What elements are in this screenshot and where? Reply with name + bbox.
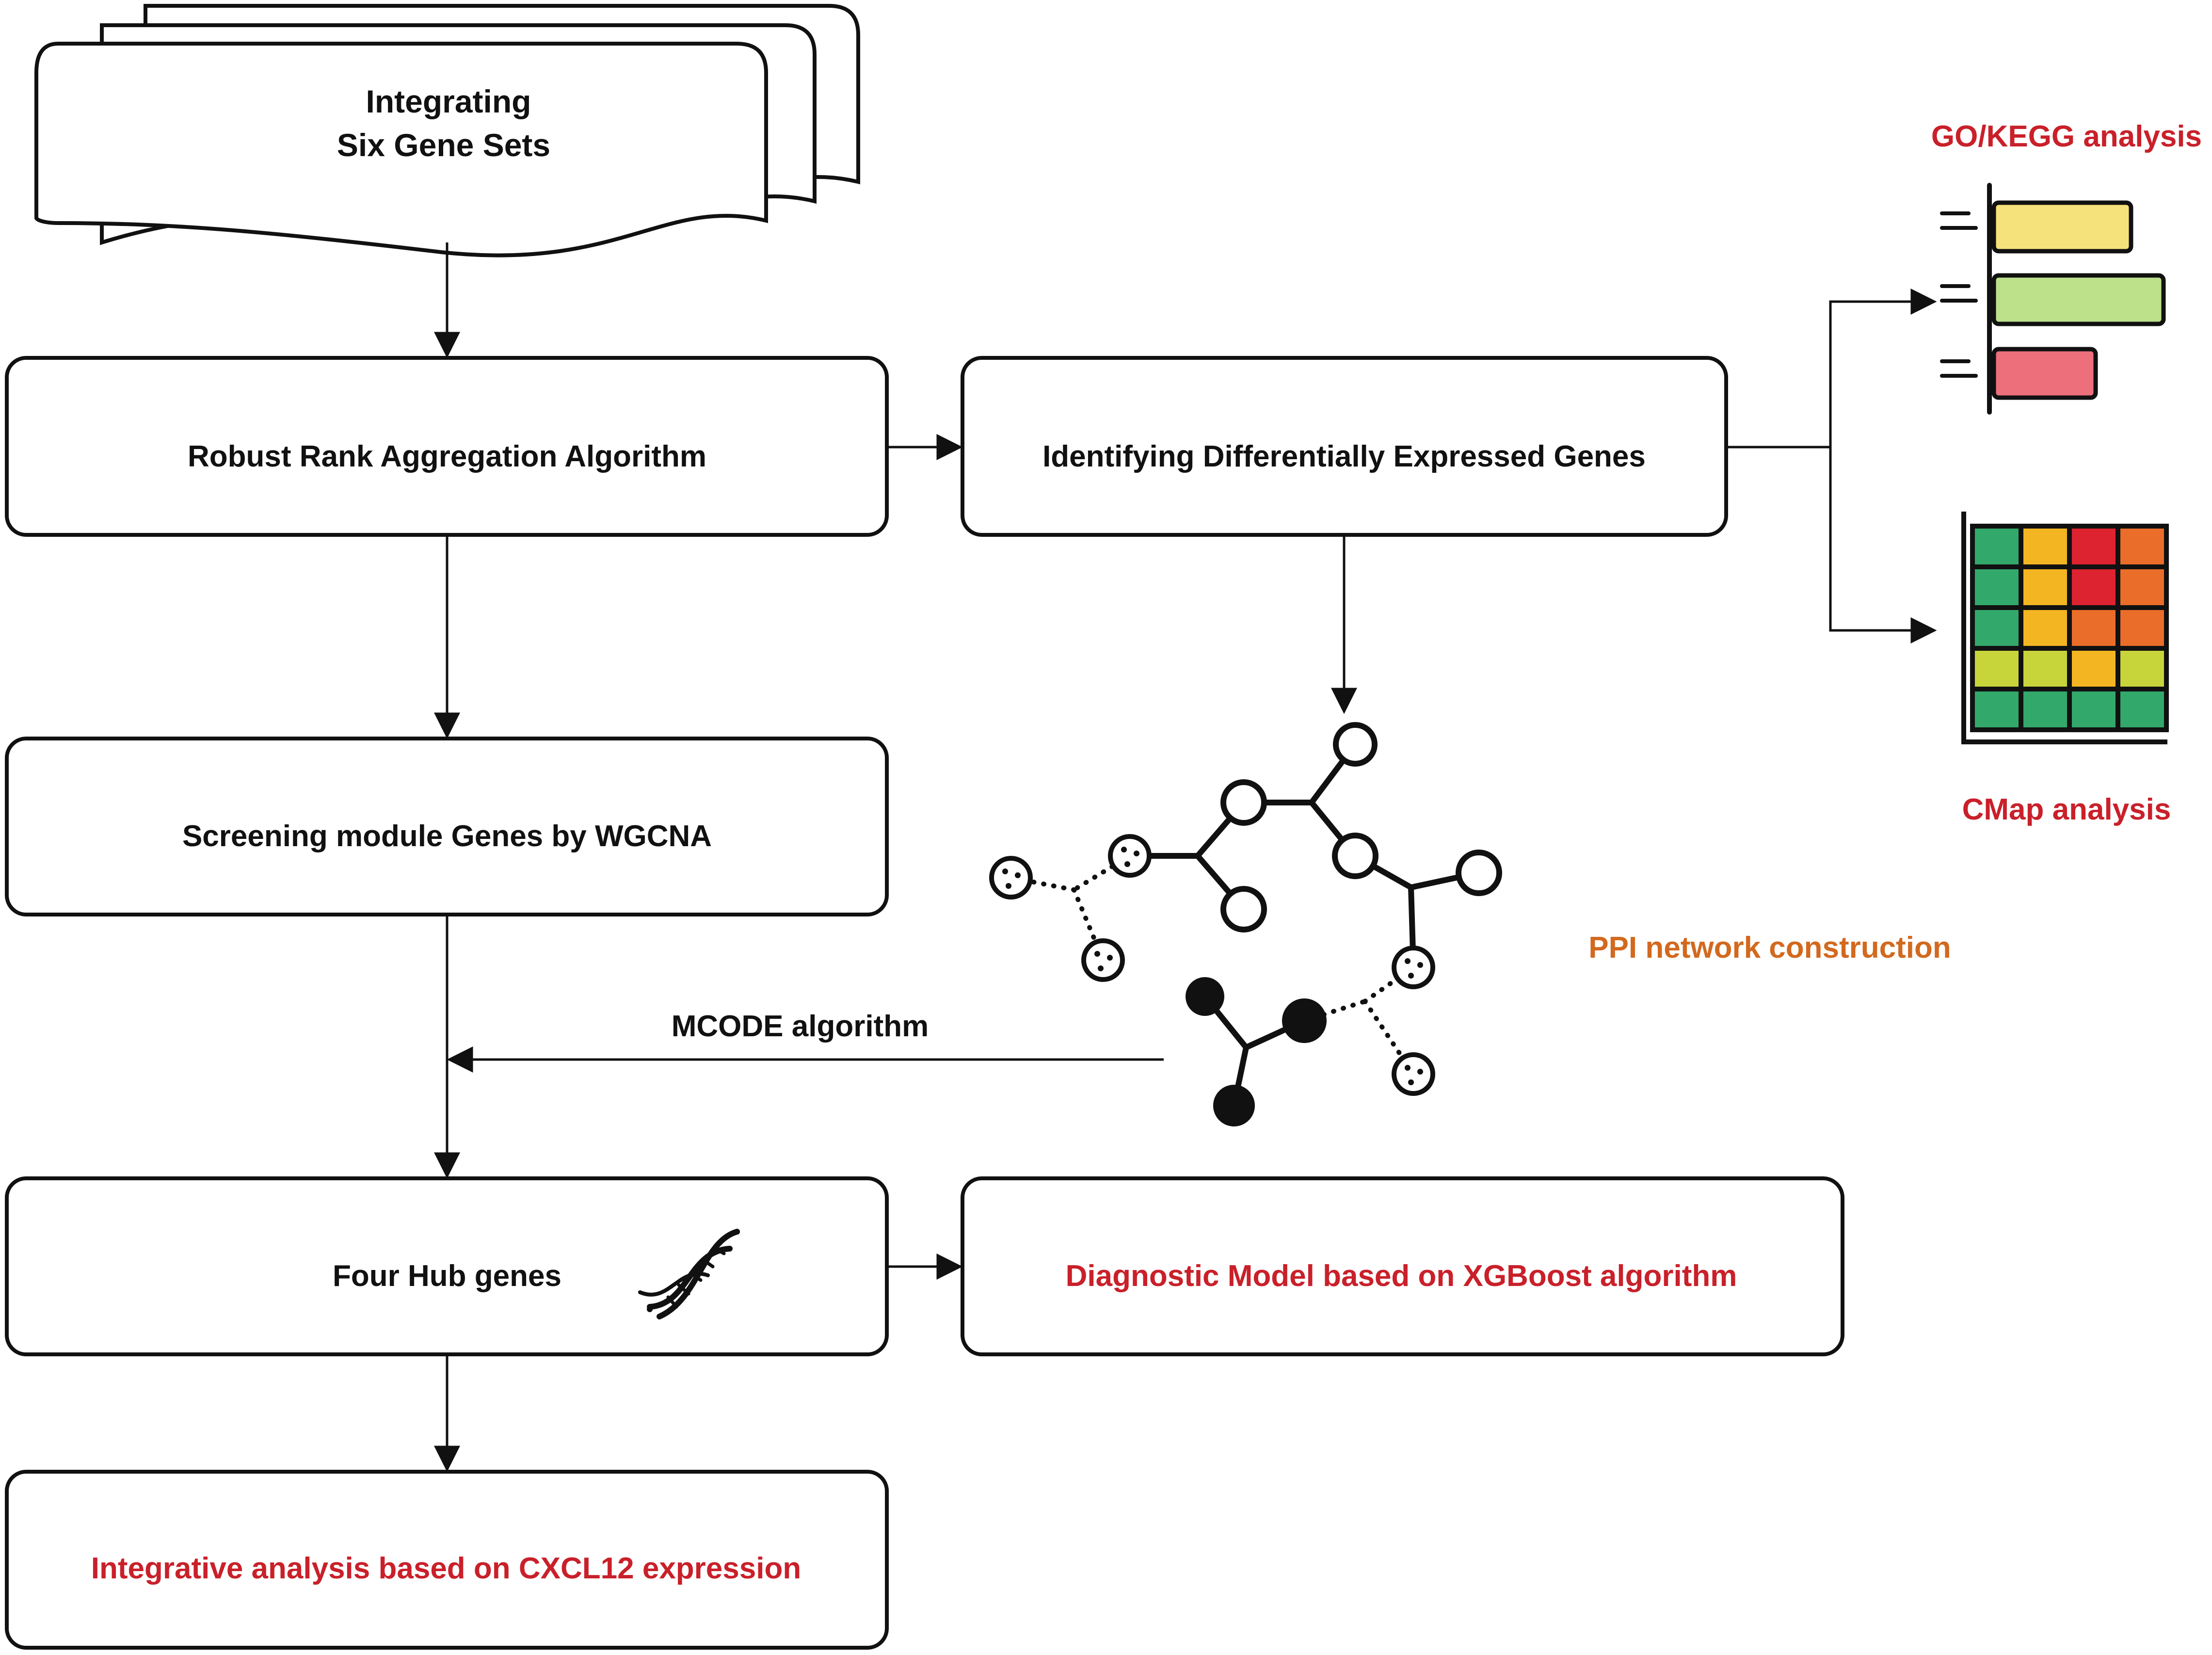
heatmap-cell — [2069, 567, 2118, 608]
heatmap-cell — [2118, 608, 2166, 648]
connector-deg-branch — [1726, 289, 1937, 449]
heatmap-cell — [2021, 689, 2069, 730]
heatmap-cell — [2069, 648, 2118, 689]
gene-sets-label-line2: Six Gene Sets — [337, 127, 550, 163]
document-front — [34, 42, 768, 257]
heatmap-cell — [2118, 526, 2166, 567]
ppi-label: PPI network construction — [1588, 931, 1951, 964]
connector-deg-to-cmap — [1829, 447, 1937, 643]
bar-red — [1991, 347, 2098, 400]
deg-label: Identifying Differentially Expressed Gen… — [1042, 440, 1646, 473]
wgcna-label: Screening module Genes by WGCNA — [182, 819, 712, 853]
mcode-label: MCODE algorithm — [672, 1010, 929, 1043]
cmap-label: CMap analysis — [1962, 793, 2171, 826]
heatmap-icon — [1961, 512, 2169, 744]
heatmap-cell — [1972, 689, 2021, 730]
heatmap-cell — [2069, 526, 2118, 567]
network-icon — [989, 722, 1502, 1126]
xgboost-label: Diagnostic Model based on XGBoost algori… — [1066, 1259, 1737, 1293]
bar-chart-icon — [1940, 183, 2166, 415]
heatmap-cell — [1972, 608, 2021, 648]
gene-sets-label-line1: Integrating — [366, 83, 531, 119]
heatmap-cell — [1972, 567, 2021, 608]
heatmap-cell — [2118, 567, 2166, 608]
rra-label: Robust Rank Aggregation Algorithm — [188, 440, 706, 473]
heatmap-cell — [2021, 567, 2069, 608]
heatmap-cell — [1972, 526, 2021, 567]
bar-green — [1991, 273, 2166, 326]
bar-yellow — [1991, 200, 2133, 254]
heatmap-cell — [2021, 526, 2069, 567]
heatmap-cell — [2021, 648, 2069, 689]
heatmap-cell — [2021, 608, 2069, 648]
heatmap-cell — [2069, 689, 2118, 730]
hub-label: Four Hub genes — [333, 1259, 561, 1293]
go-kegg-label: GO/KEGG analysis — [1931, 120, 2202, 153]
gene-sets-document-stack — [34, 4, 860, 257]
dna-icon — [638, 1229, 740, 1319]
heatmap-cell — [2118, 689, 2166, 730]
heatmap-cell — [2118, 648, 2166, 689]
cxcl12-label: Integrative analysis based on CXCL12 exp… — [91, 1552, 801, 1585]
heatmap-cell — [1972, 648, 2021, 689]
heatmap-cell — [2069, 608, 2118, 648]
